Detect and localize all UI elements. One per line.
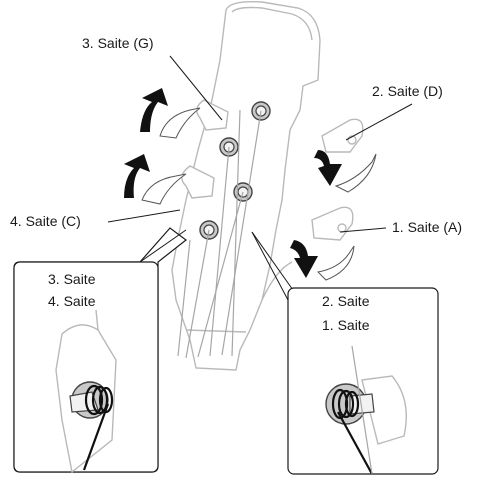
rotation-arrow-icon	[290, 240, 354, 280]
label-string3-tuner: 3. Saite (G)	[82, 35, 154, 51]
left-detail-box	[14, 228, 186, 472]
label-string1-tuner: 1. Saite (A)	[392, 219, 462, 235]
label-string2-tuner: 2. Saite (D)	[372, 83, 443, 99]
right-detail-label-1: 2. Saite	[322, 293, 370, 309]
rotation-arrow-icon	[314, 150, 376, 192]
label-string4-tuner: 4. Saite (C)	[10, 213, 81, 229]
rotation-arrow-icon	[124, 154, 186, 204]
rotation-arrow-icon	[140, 88, 200, 138]
right-detail-label-2: 1. Saite	[322, 317, 370, 333]
left-detail-label-1: 3. Saite	[48, 271, 96, 287]
left-detail-label-2: 4. Saite	[48, 293, 96, 309]
